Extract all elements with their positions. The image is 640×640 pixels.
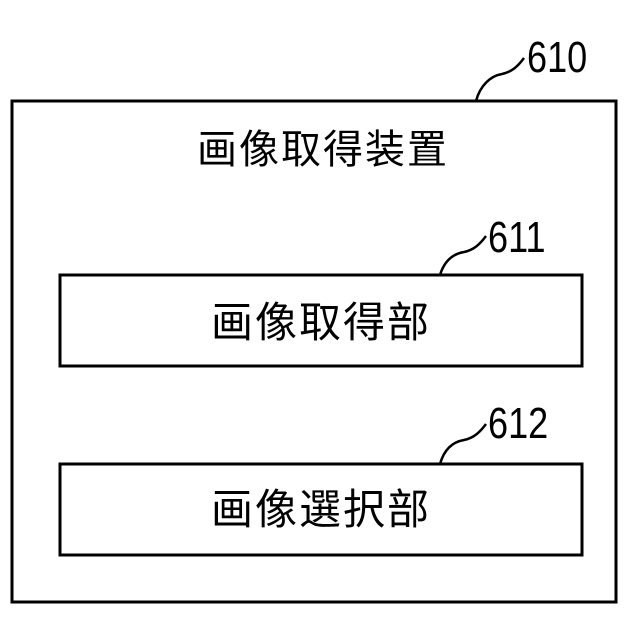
sub-block-1-leader-line bbox=[440, 236, 486, 275]
outer-leader-line bbox=[476, 58, 524, 101]
outer-reference-number: 610 bbox=[527, 36, 587, 80]
sub-block-1-label: 画像取得部 bbox=[60, 298, 582, 348]
sub-block-2-label: 画像選択部 bbox=[60, 485, 582, 535]
sub-block-2-reference-number: 612 bbox=[488, 402, 548, 446]
sub-block-1-reference-number: 611 bbox=[488, 216, 546, 260]
sub-block-2-leader-line bbox=[440, 424, 486, 464]
outer-block-title: 画像取得装置 bbox=[168, 126, 478, 174]
